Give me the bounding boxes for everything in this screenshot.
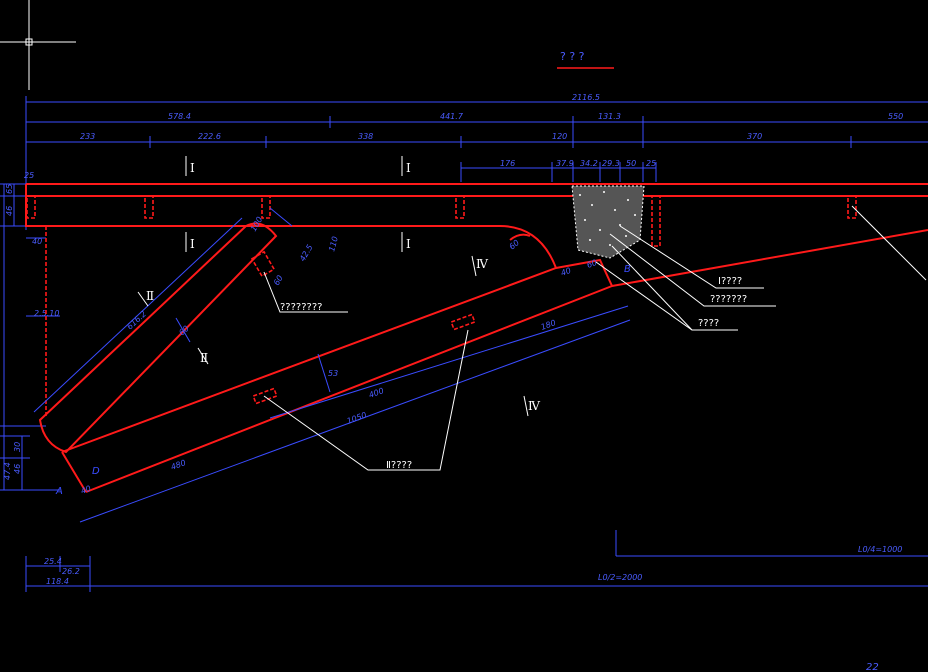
dim-node-60: 60 [586,258,599,270]
dim-l1: L0/4=1000 [858,545,902,554]
section-cut-marks [137,156,529,417]
dim-bottom-26: 26.2 [62,567,80,576]
dim-50: 50 [626,159,636,168]
dim-left-v1: 65 [5,184,14,194]
dim-beam-480: 480 [170,458,187,472]
section-mark-i-3: I [190,237,195,251]
dim-29-3: 29.3 [602,159,620,168]
leader-lines [263,205,927,471]
dim-node-40c: 40 [80,484,93,496]
dim-left-v2: 46 [5,206,14,216]
dim-seg1: 233 [80,132,95,141]
dim-overall: 2116.5 [572,93,600,102]
drawing-title: ? ? ? [560,50,585,63]
diagonal-brace [38,222,278,493]
dim-bottom-25: 25.4 [44,557,62,566]
section-mark-ii-2: Ⅱ [200,351,208,365]
dim-small-d: 110 [327,235,340,252]
leader-label-3: ??????? [710,294,747,305]
dim-l2: L0/2=2000 [598,573,642,582]
dim-bottom-118: 118.4 [46,577,69,586]
section-mark-iv-1: Ⅳ [476,257,489,271]
dim-node-40b: 40 [560,266,573,278]
dim-left-low3: 47.4 [3,462,12,480]
section-mark-i-1: I [190,161,195,175]
dim-node-40: 40 [32,237,42,246]
dim-25: 25 [646,159,656,168]
dim-beam-180: 180 [540,318,557,332]
dim-seg5: 370 [747,132,762,141]
point-a-label: A [55,486,63,497]
leader-label-2: I???? [718,276,742,287]
dim-span-b: 441.7 [440,112,464,121]
left-dimension-lines [0,183,60,491]
dim-seg2: 222.6 [198,132,221,141]
dim-beam-1050: 1050 [346,410,368,425]
bottom-dimension-lines [25,530,928,592]
section-mark-iv-2: Ⅳ [528,399,541,413]
dim-left-low2: 46 [13,464,22,474]
section-mark-ii-1: Ⅱ [146,289,154,303]
beam-dimension-lines [33,207,631,523]
dim-34-2: 34.2 [580,159,598,168]
top-dimension-lines [25,96,928,230]
leader-label-5: Ⅱ???? [386,460,412,471]
dim-37-9: 37.9 [556,159,574,168]
dim-small-b: 60 [272,274,285,287]
leader-label-4: ???? [698,318,719,329]
crosshair-cursor-icon [0,0,76,90]
dim-span-a: 578.4 [168,112,191,121]
dim-beam-53: 53 [328,369,338,378]
point-d-label: D [92,466,100,477]
section-mark-i-4: I [406,237,411,251]
dim-left-top: 25 [24,171,34,180]
dim-small-c: 42.5 [298,243,315,263]
dim-span-c: 131.3 [598,112,621,121]
dim-seg4: 120 [552,132,567,141]
corner-number: 22 [866,662,879,672]
dim-176: 176 [500,159,515,168]
dim-left-low1: 30 [13,442,22,452]
point-b-label: B [624,264,631,275]
leader-label-1: ???????? [280,302,322,313]
dim-span-d: 550 [888,112,903,121]
lower-sloped-beam [61,229,928,493]
top-beam [25,183,928,418]
hatched-fill-region [571,185,645,259]
dim-node-60b: 60 [508,238,522,251]
dim-beam-400: 400 [368,386,385,400]
section-mark-i-2: I [406,161,411,175]
dim-seg3: 338 [358,132,373,141]
